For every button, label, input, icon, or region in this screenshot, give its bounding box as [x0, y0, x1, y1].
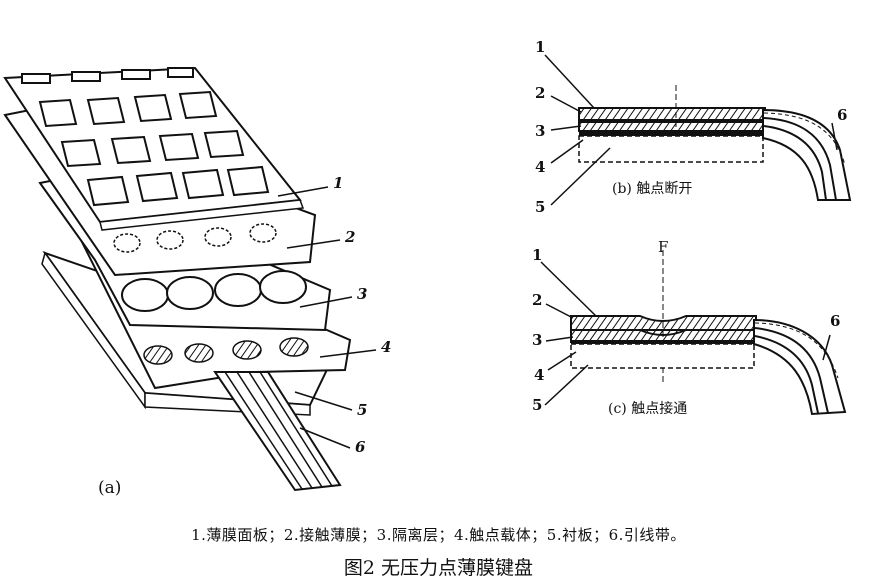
callout-b-6: 6: [837, 106, 848, 124]
callout-c-2: 2: [532, 291, 543, 309]
layer-1-membrane-panel: [3, 66, 305, 231]
panel-b-caption: (b) 触点断开: [612, 181, 693, 197]
panel-b-cross-section: [544, 54, 852, 206]
callout-c-6: 6: [830, 312, 841, 330]
callout-a-4: 4: [381, 338, 392, 356]
callout-b-4: 4: [535, 158, 546, 176]
callout-b-2: 2: [535, 84, 546, 102]
callout-a-6: 6: [355, 438, 366, 456]
figure-legend: 1.薄膜面板；2.接触薄膜；3.隔离层；4.触点载体；5.衬板；6.引线带。: [191, 526, 686, 544]
force-mark: F: [658, 238, 669, 256]
callout-c-1: 1: [532, 246, 543, 264]
callout-a-2: 2: [345, 228, 356, 246]
callout-c-5: 5: [532, 396, 543, 414]
panel-a-label: (a): [98, 478, 122, 498]
callout-a-1: 1: [333, 174, 344, 192]
callout-a-5: 5: [357, 401, 368, 419]
panel-c-caption: (c) 触点接通: [608, 401, 688, 417]
callout-b-5: 5: [535, 198, 546, 216]
callout-b-1: 1: [535, 38, 546, 56]
panel-a-leader-lines: [277, 186, 377, 449]
panel-c-cross-section: [540, 250, 847, 416]
layer-6-lead-tape: [213, 371, 342, 492]
figure-title: 图2 无压力点薄膜键盘: [343, 557, 534, 579]
callout-b-3: 3: [535, 122, 546, 140]
callout-c-3: 3: [532, 331, 543, 349]
callout-c-4: 4: [534, 366, 545, 384]
callout-a-3: 3: [357, 285, 368, 303]
